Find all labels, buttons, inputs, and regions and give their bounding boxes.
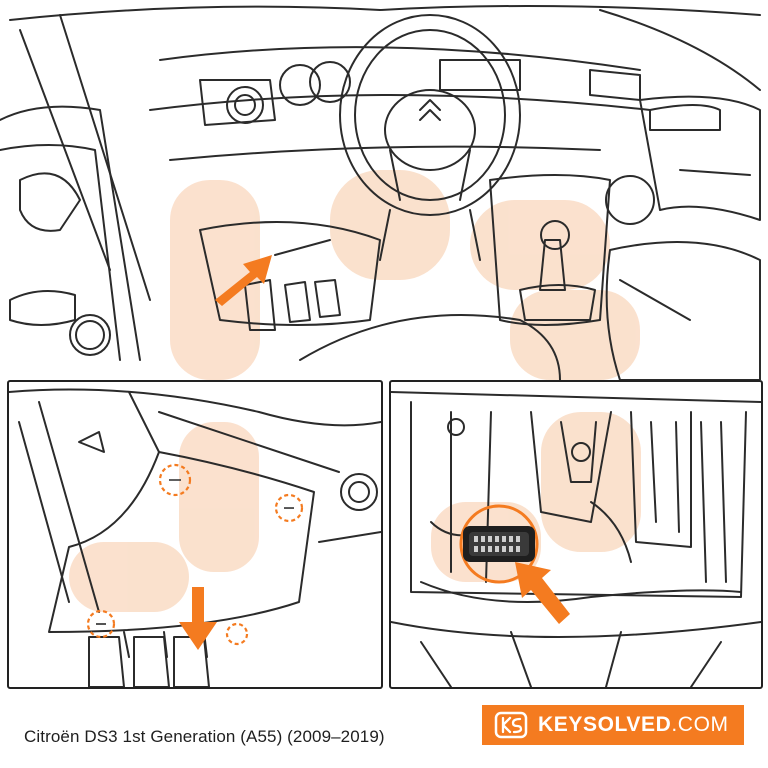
trim-panel-removal-detail [7,380,383,689]
dashed-circle-clip-icon [86,463,304,646]
watermark-logo [69,422,259,612]
brand-banner: KEYSOLVED.COM [482,705,744,745]
obd-port-location-detail [389,380,763,689]
vehicle-caption: Citroën DS3 1st Generation (A55) (2009–2… [24,727,385,746]
interior-overview-illustration [0,5,761,380]
obd-connector-icon [463,526,535,562]
orange-arrow-icon [179,587,217,650]
orange-arrow-icon [515,562,570,624]
brand-name: KEYSOLVED.COM [538,713,729,736]
orange-arrow-icon [215,255,272,306]
obd-port-highlight [459,504,539,584]
watermark-logo [170,170,640,380]
ks-logo-icon [494,711,528,739]
